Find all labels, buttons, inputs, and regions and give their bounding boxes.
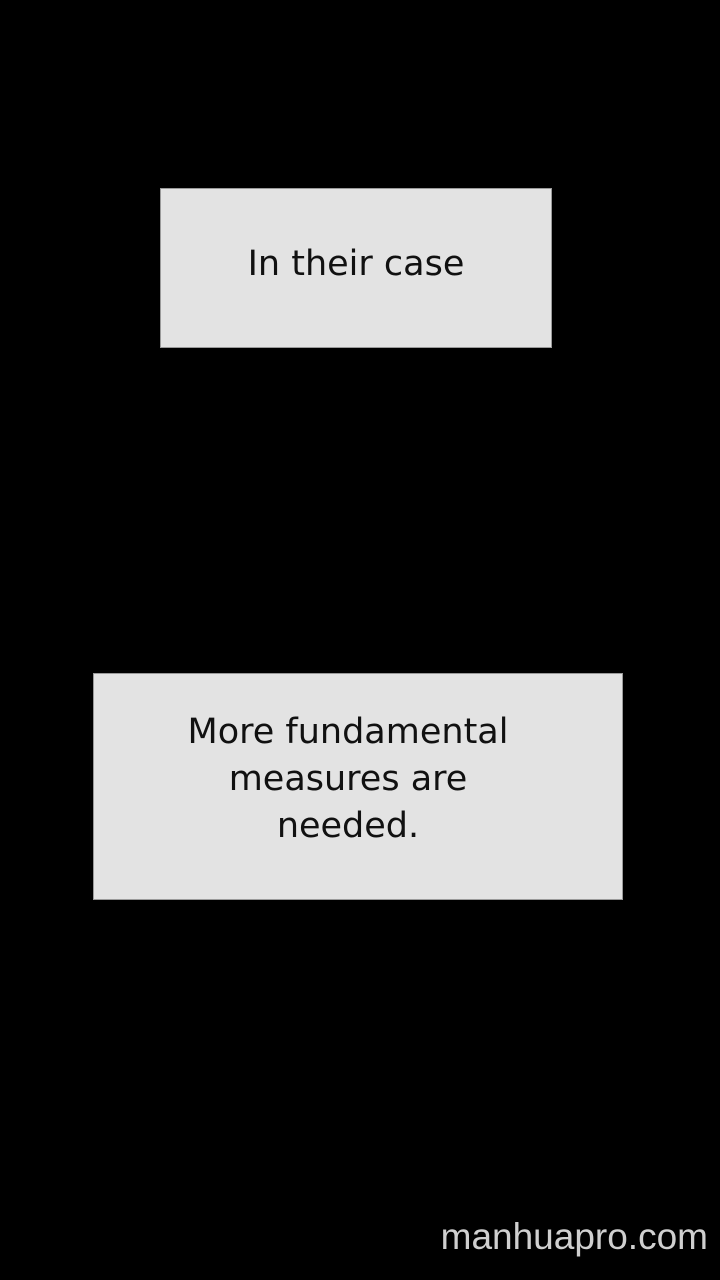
caption-box-2: More fundamental measures are needed. — [93, 673, 623, 900]
caption-line: More fundamental — [187, 712, 509, 752]
caption-text: In their case — [247, 244, 465, 284]
watermark: manhuapro.com — [440, 1216, 708, 1257]
caption-line: measures are — [228, 759, 468, 799]
caption-text: More fundamental measures are needed. — [188, 709, 509, 850]
caption-line: needed. — [276, 806, 420, 846]
caption-box-1: In their case — [160, 188, 552, 348]
